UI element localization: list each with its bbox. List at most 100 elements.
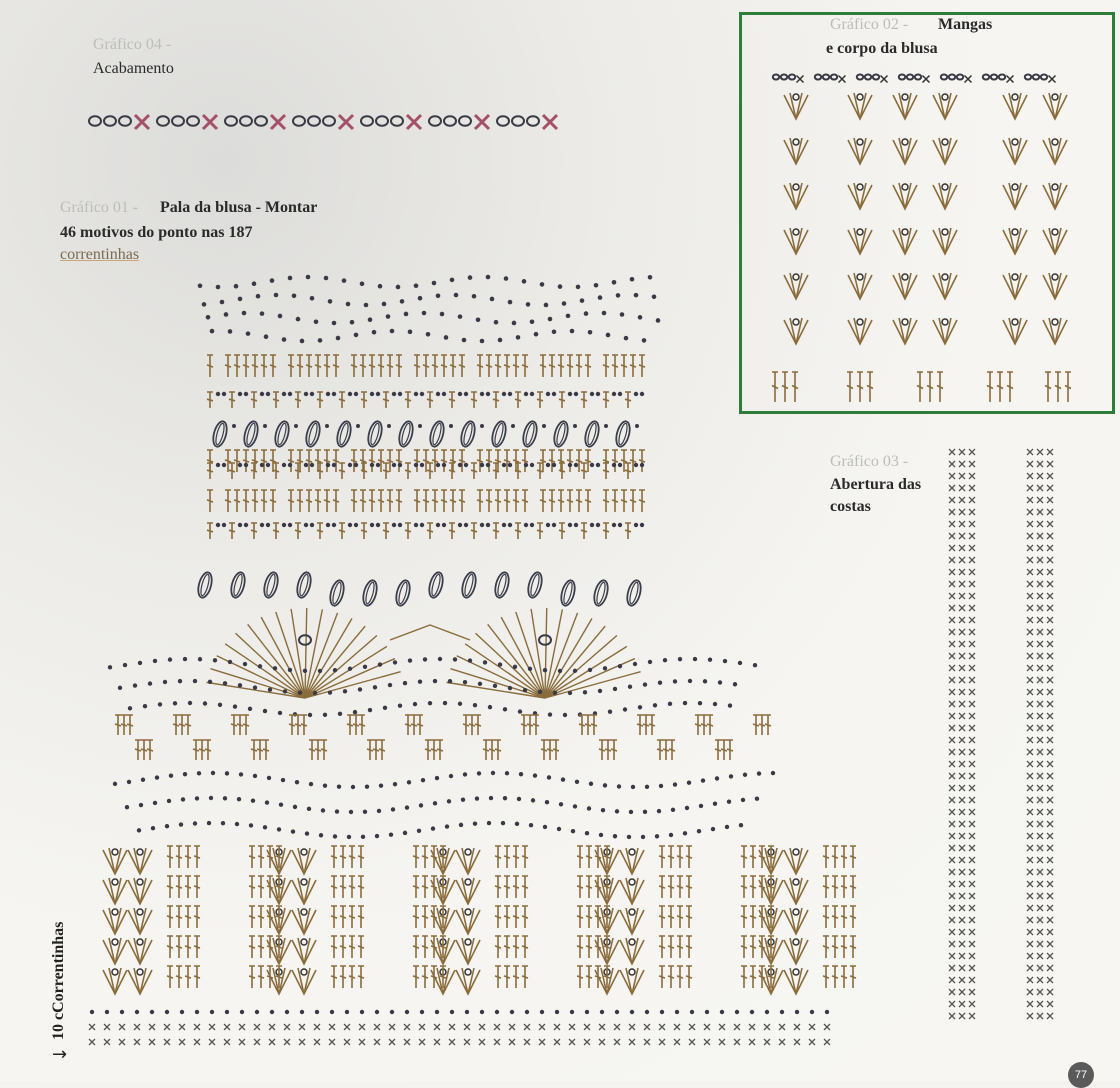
single-crochet-icon [284, 1024, 290, 1030]
chain-dot-icon [519, 772, 523, 776]
chain-stitch-icon [857, 94, 863, 100]
chain-dot-icon [216, 285, 221, 290]
chain-dot-icon [570, 329, 575, 334]
puff-stitch-icon [427, 571, 445, 599]
double-crochet-icon [459, 355, 465, 377]
chain-dot-icon [458, 314, 463, 319]
chain-stitch-icon [539, 635, 551, 645]
chain-dot-icon [552, 463, 556, 467]
double-crochet-icon [850, 846, 856, 868]
double-crochet-icon [495, 846, 501, 868]
double-crochet-icon [431, 966, 437, 988]
double-crochet-icon [741, 936, 747, 958]
double-crochet-icon [193, 740, 199, 760]
single-crochet-icon [949, 821, 955, 827]
double-crochet-icon [639, 450, 645, 472]
single-crochet-icon [1037, 881, 1043, 887]
single-crochet-icon [969, 617, 975, 623]
chain-dot-icon [244, 463, 248, 467]
chain-dot-icon [547, 775, 551, 779]
single-crochet-icon [969, 1001, 975, 1007]
single-crochet-icon [1037, 869, 1043, 875]
double-crochet-icon [558, 490, 564, 512]
single-crochet-icon [949, 929, 955, 935]
single-crochet-icon [1027, 605, 1033, 611]
double-crochet-icon [586, 876, 592, 898]
chain-dot-icon [713, 802, 717, 806]
chain-stitch-icon [1052, 319, 1058, 325]
chain-dot-icon [179, 822, 183, 826]
single-crochet-icon [1047, 929, 1053, 935]
chain-dot-icon [715, 776, 719, 780]
chain-dot-icon [640, 463, 644, 467]
chain-stitch-icon [983, 74, 989, 79]
double-crochet-icon [477, 355, 483, 377]
chain-dot-icon [580, 298, 585, 303]
double-crochet-icon [625, 523, 631, 539]
single-crochet-icon [959, 977, 965, 983]
double-crochet-icon [288, 450, 294, 472]
single-crochet-icon [1047, 449, 1053, 455]
chain-dot-icon [508, 523, 512, 527]
puff-stitch-icon [229, 571, 247, 599]
double-crochet-icon [306, 355, 312, 377]
puff-stitch-icon [211, 420, 229, 448]
single-crochet-icon [449, 1024, 455, 1030]
double-crochet-icon [832, 966, 838, 988]
single-crochet-icon [1037, 689, 1043, 695]
puff-stitch-icon [361, 579, 379, 607]
double-crochet-icon [750, 846, 756, 868]
single-crochet-icon [1027, 905, 1033, 911]
single-crochet-icon [1047, 905, 1053, 911]
chain-dot-icon [328, 690, 332, 694]
double-crochet-icon [515, 523, 521, 539]
double-crochet-icon [867, 372, 873, 402]
chain-dot-icon [495, 1010, 499, 1014]
double-crochet-icon [351, 450, 357, 472]
chain-dot-icon [729, 774, 733, 778]
chain-dot-icon [589, 782, 593, 786]
single-crochet-icon [969, 545, 975, 551]
chain-dot-icon [338, 712, 342, 716]
chain-dot-icon [332, 463, 336, 467]
chain-dot-icon [266, 523, 270, 527]
single-crochet-icon [1047, 701, 1053, 707]
single-crochet-icon [674, 1039, 680, 1045]
double-crochet-icon [772, 372, 778, 402]
chain-dot-icon [422, 311, 427, 316]
v-stitch-icon [1003, 273, 1027, 299]
double-crochet-icon [533, 715, 539, 735]
chain-dot-icon [723, 659, 727, 663]
double-crochet-icon [477, 490, 483, 512]
single-crochet-icon [969, 929, 975, 935]
chain-dot-icon [678, 657, 682, 661]
double-crochet-icon [369, 450, 375, 472]
chain-dot-icon [645, 1010, 649, 1014]
double-crochet-icon [340, 936, 346, 958]
single-crochet-icon [959, 821, 965, 827]
chain-dot-icon [330, 1010, 334, 1014]
double-crochet-icon [422, 846, 428, 868]
single-crochet-icon [949, 797, 955, 803]
chart02-symbols [772, 74, 1071, 402]
double-crochet-icon [351, 490, 357, 512]
chain-stitch-icon [225, 116, 237, 126]
chain-stitch-icon [1052, 274, 1058, 280]
chain-dot-icon [458, 392, 462, 396]
double-crochet-icon [288, 490, 294, 512]
chain-dot-icon [733, 682, 737, 686]
single-crochet-icon [797, 76, 804, 83]
chart04-symbol-row [89, 115, 557, 129]
double-crochet-icon [493, 392, 499, 408]
single-crochet-icon [949, 941, 955, 947]
chain-dot-icon [590, 392, 594, 396]
single-crochet-icon [779, 1024, 785, 1030]
double-crochet-icon [225, 355, 231, 377]
chain-dot-icon [548, 317, 553, 322]
chain-dot-icon [683, 701, 687, 705]
double-crochet-icon [405, 392, 411, 408]
single-crochet-icon [1027, 929, 1033, 935]
chain-dot-icon [573, 804, 577, 808]
chain-dot-icon [687, 781, 691, 785]
fan-stitch-icon [545, 608, 547, 698]
